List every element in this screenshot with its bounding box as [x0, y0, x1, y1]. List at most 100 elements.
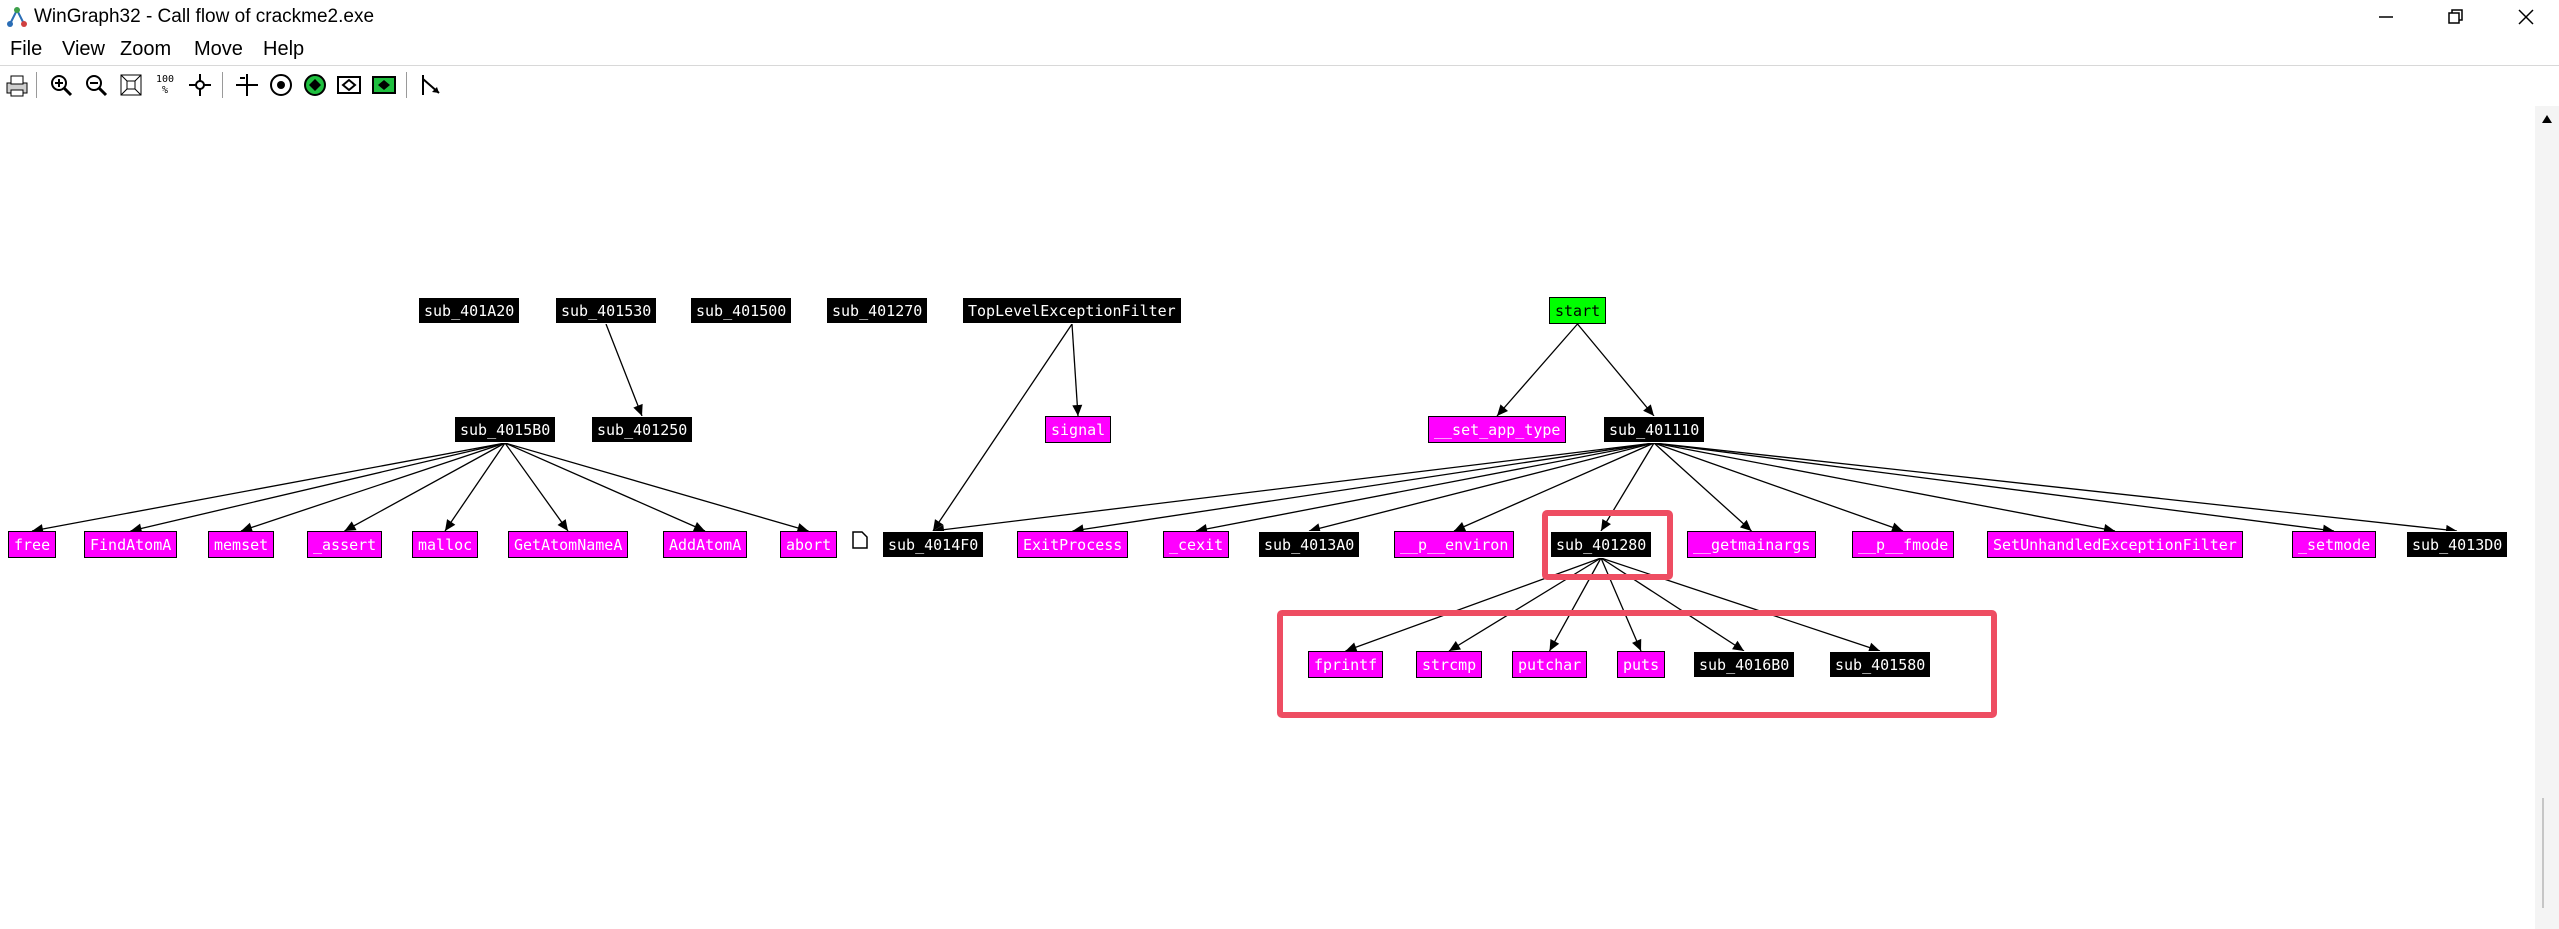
edge-arrowhead	[1449, 640, 1461, 651]
zoom-100-button[interactable]: 100 %	[155, 74, 175, 96]
edge-sub_401280-to-sub_4016b0	[1600, 557, 1745, 652]
edge-arrowhead	[1072, 404, 1083, 416]
node-set-app-type[interactable]: __set_app_type	[1428, 416, 1567, 443]
edge-arrowhead	[1867, 642, 1880, 653]
edge-arrowhead	[1345, 642, 1358, 652]
node-sub-401500[interactable]: sub_401500	[690, 297, 793, 324]
edge-arrowhead	[445, 519, 456, 531]
fold-graph-icon[interactable]	[335, 71, 363, 99]
fit-window-icon[interactable]	[117, 71, 145, 99]
edge-sub_4015b0-to-addatoma	[504, 442, 706, 532]
zoom-out-icon[interactable]	[82, 71, 110, 99]
edge-arrowhead	[1309, 523, 1321, 534]
edge-arrowhead	[1632, 638, 1642, 651]
edge-arrowhead	[557, 519, 568, 531]
menu-view[interactable]: View	[62, 38, 105, 60]
edge-sub_4015b0-to-free	[31, 442, 506, 532]
node-getatomnamea[interactable]: GetAtomNameA	[508, 531, 629, 558]
node-start[interactable]: start	[1549, 297, 1607, 324]
follow-edge-icon[interactable]	[417, 71, 445, 99]
node-sub-4013a0[interactable]: sub_4013A0	[1258, 531, 1361, 558]
node-p-fmode[interactable]: __p__fmode	[1852, 531, 1955, 558]
highlight-box-sub-401280	[1542, 510, 1673, 580]
edge-sub_401110-to-setunhandledexceptionfilter	[1653, 442, 2116, 532]
toolbar-separator	[36, 72, 37, 98]
node-sub-401280[interactable]: sub_401280	[1550, 531, 1653, 558]
edge-sub_401530-to-sub_401250	[605, 323, 643, 417]
edge-sub_4015b0-to-abort	[504, 442, 809, 532]
toolbar-separator	[406, 72, 407, 98]
node-p-environ[interactable]: __p__environ	[1394, 531, 1515, 558]
restore-button[interactable]	[2426, 0, 2486, 34]
edge-toplevelexceptionfilter-to-signal	[1071, 323, 1079, 417]
edge-sub_4015b0-to-findatoma	[130, 442, 506, 532]
node-sub-401530[interactable]: sub_401530	[555, 297, 658, 324]
edge-arrowhead	[933, 519, 944, 531]
node-malloc[interactable]: malloc	[412, 531, 479, 558]
edge-arrowhead	[1643, 404, 1654, 416]
center-icon[interactable]	[186, 71, 214, 99]
edge-arrowhead	[130, 523, 143, 534]
node-fprintf[interactable]: fprintf	[1308, 651, 1384, 678]
scrollbar-thumb[interactable]	[2542, 798, 2554, 908]
node-sub-4016b0[interactable]: sub_4016B0	[1693, 651, 1796, 678]
node-sub-4013d0[interactable]: sub_4013D0	[2406, 531, 2509, 558]
node-free[interactable]: free	[8, 531, 57, 558]
edge-sub_4015b0-to-getatomnamea	[504, 442, 569, 532]
node-setmode[interactable]: _setmode	[2292, 531, 2377, 558]
globe-green-icon[interactable]	[301, 71, 329, 99]
node-getmainargs[interactable]: __getmainargs	[1687, 531, 1817, 558]
node-memset[interactable]: memset	[208, 531, 275, 558]
zoom-in-icon[interactable]	[47, 71, 75, 99]
node-abort[interactable]: abort	[780, 531, 838, 558]
node-sub-401110[interactable]: sub_401110	[1603, 416, 1706, 443]
node-sub-401a20[interactable]: sub_401A20	[418, 297, 521, 324]
menu-bar: File View Zoom Move Help	[0, 34, 2559, 64]
close-button[interactable]	[2496, 0, 2556, 34]
vertical-scrollbar[interactable]	[2535, 106, 2559, 929]
menu-help[interactable]: Help	[263, 38, 305, 60]
edge-sub_401280-to-fprintf	[1345, 557, 1602, 652]
edge-sub_401110-to-sub_4013a0	[1308, 442, 1655, 532]
scroll-up-arrow-icon[interactable]	[2541, 114, 2553, 124]
node-sub-4014f0[interactable]: sub_4014F0	[882, 531, 985, 558]
node-addatoma[interactable]: AddAtomA	[663, 531, 748, 558]
node-sub-401250[interactable]: sub_401250	[591, 416, 694, 443]
edge-arrowhead	[1890, 522, 1903, 533]
graph-canvas[interactable]: sub_401A20 sub_401530 sub_401500 sub_401270…	[0, 106, 2535, 929]
edge-sub_4015b0-to-memset	[240, 442, 506, 532]
node-findatoma[interactable]: FindAtomA	[84, 531, 178, 558]
menu-move[interactable]: Move	[194, 38, 243, 60]
menu-file[interactable]: File	[10, 38, 43, 60]
node-sub-401580[interactable]: sub_401580	[1829, 651, 1932, 678]
node-sub-4015b0[interactable]: sub_4015B0	[454, 416, 557, 443]
menu-zoom[interactable]: Zoom	[120, 38, 172, 60]
edge-toplevelexceptionfilter-to-sub_4014f0	[932, 323, 1073, 532]
edge-arrowhead	[1739, 519, 1752, 531]
edge-sub_401110-to-sub_401280	[1600, 442, 1655, 532]
node-assert[interactable]: _assert	[307, 531, 383, 558]
edge-arrowhead	[692, 521, 705, 532]
node-signal[interactable]: signal	[1045, 416, 1112, 443]
edge-arrowhead	[1549, 638, 1560, 651]
node-cexit[interactable]: _cexit	[1163, 531, 1230, 558]
edge-sub_401280-to-strcmp	[1448, 557, 1602, 652]
node-sub-401270[interactable]: sub_401270	[826, 297, 929, 324]
node-setunhandledexceptionfilter[interactable]: SetUnhandledExceptionFilter	[1987, 531, 2243, 558]
node-exitprocess[interactable]: ExitProcess	[1017, 531, 1129, 558]
node-putchar[interactable]: putchar	[1512, 651, 1588, 678]
edge-start-to-set_app_type	[1496, 323, 1578, 417]
unfold-graph-icon[interactable]	[370, 71, 398, 99]
navigate-icon[interactable]	[267, 71, 295, 99]
close-icon	[2518, 9, 2534, 25]
node-toplevelexceptionfilter[interactable]: TopLevelExceptionFilter	[962, 297, 1182, 324]
node-strcmp[interactable]: strcmp	[1416, 651, 1483, 678]
move-origin-icon[interactable]	[233, 71, 261, 99]
highlight-box-callees	[1277, 610, 1997, 718]
edge-arrowhead	[796, 523, 809, 533]
node-puts[interactable]: puts	[1617, 651, 1666, 678]
restore-icon	[2448, 9, 2463, 24]
print-icon[interactable]	[3, 71, 31, 99]
minimize-button[interactable]	[2356, 0, 2416, 34]
edge-sub_401110-to-cexit	[1195, 442, 1655, 532]
